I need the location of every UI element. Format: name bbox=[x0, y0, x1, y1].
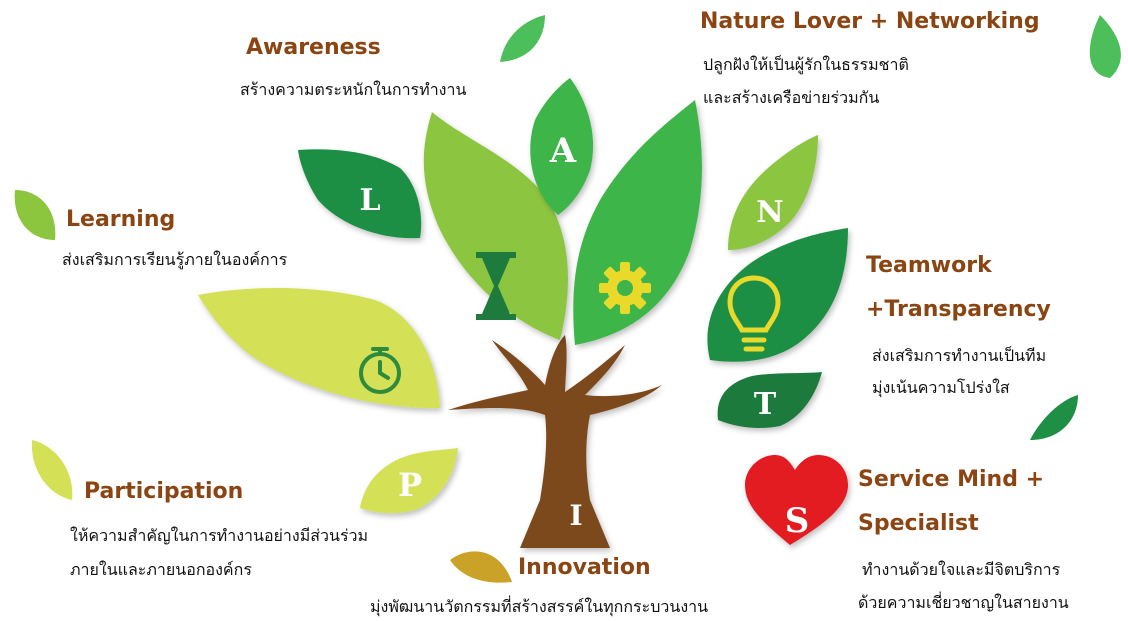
decor-leaf-top bbox=[500, 15, 545, 62]
lightbulb-icon bbox=[727, 275, 781, 352]
learning-desc: ส่งเสริมการเรียนรู้ภายในองค์การ bbox=[62, 250, 288, 269]
nature-desc-2: และสร้างเครือข่ายร่วมกัน bbox=[703, 88, 880, 107]
letter-t: T bbox=[754, 387, 777, 422]
leaf-n bbox=[728, 135, 818, 250]
letter-l: L bbox=[359, 183, 380, 218]
letter-p: P bbox=[398, 466, 422, 504]
decor-leaf-learning bbox=[14, 190, 56, 240]
service-desc-1: ทำงานด้วยใจและมีจิตบริการ bbox=[862, 560, 1061, 579]
letter-s: S bbox=[785, 501, 810, 541]
innovation-title: Innovation bbox=[518, 555, 651, 580]
gear-icon bbox=[599, 262, 651, 314]
leaf-t bbox=[717, 372, 822, 428]
hourglass-icon bbox=[476, 252, 516, 320]
nature-title: Nature Lover + Networking bbox=[700, 9, 1040, 34]
participation-title: Participation bbox=[84, 479, 244, 504]
participation-desc-1: ให้ความสำคัญในการทำงานอย่างมีส่วนร่วม bbox=[70, 526, 369, 545]
awareness-title: Awareness bbox=[246, 35, 381, 60]
participation-desc-2: ภายในและภายนอกองค์กร bbox=[70, 560, 252, 579]
teamwork-desc-2: มุ่งเน้นความโปร่งใส bbox=[872, 378, 1010, 397]
letter-i: I bbox=[569, 499, 582, 532]
stopwatch-icon bbox=[359, 347, 401, 394]
decor-leaf-top-right bbox=[1089, 15, 1121, 78]
decor-leaf-innovation bbox=[450, 551, 512, 583]
decor-leaf-teamwork bbox=[1030, 395, 1078, 440]
nature-desc-1: ปลูกฝังให้เป็นผู้รักในธรรมชาติ bbox=[703, 55, 909, 74]
leaf-a bbox=[530, 78, 594, 215]
learning-title: Learning bbox=[66, 207, 176, 232]
teamwork-title-1: Teamwork bbox=[866, 253, 992, 278]
leaf-stopwatch bbox=[198, 288, 440, 409]
leaf-l bbox=[298, 149, 422, 239]
awareness-desc: สร้างความตระหนักในการทำงาน bbox=[240, 80, 467, 99]
letter-n: N bbox=[756, 195, 783, 230]
heart-s bbox=[745, 455, 848, 545]
service-title-1: Service Mind + bbox=[858, 467, 1045, 492]
service-desc-2: ด้วยความเชี่ยวชาญในสายงาน bbox=[858, 593, 1069, 612]
letter-a: A bbox=[549, 131, 577, 171]
teamwork-desc-1: ส่งเสริมการทำงานเป็นทีม bbox=[872, 346, 1047, 365]
decor-leaf-participation bbox=[31, 440, 73, 500]
teamwork-title-2: +Transparency bbox=[866, 297, 1051, 322]
tree-trunk bbox=[448, 335, 662, 548]
service-title-2: Specialist bbox=[858, 511, 979, 536]
leaf-hourglass bbox=[423, 112, 569, 340]
leaf-p bbox=[360, 448, 458, 514]
innovation-desc: มุ่งพัฒนานวัตกรรมที่สร้างสรรค์ในทุกกระบว… bbox=[370, 597, 709, 616]
